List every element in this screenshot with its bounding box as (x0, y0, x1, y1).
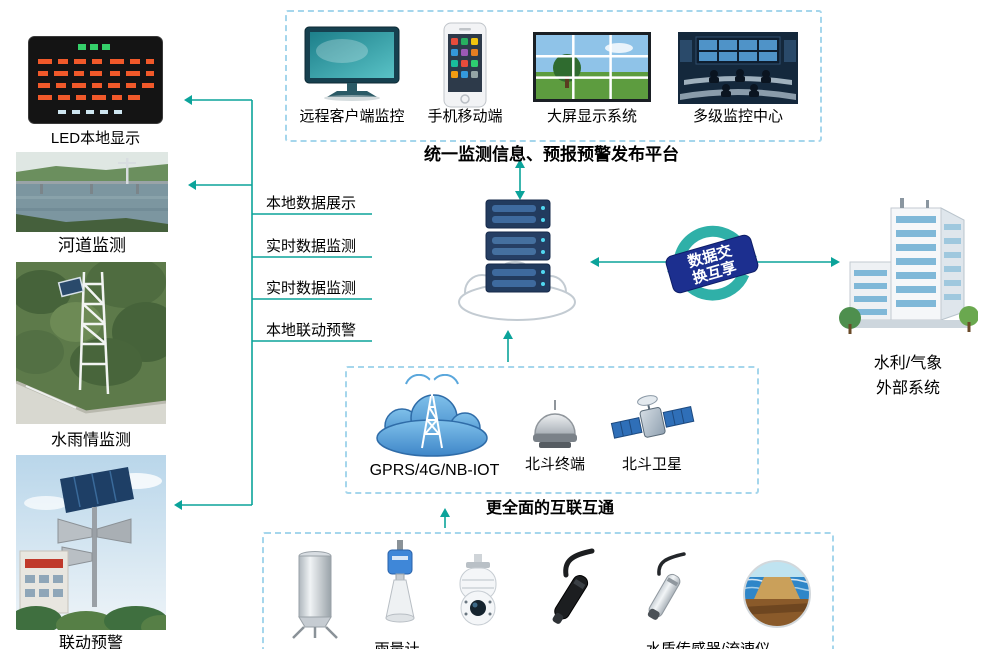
comm-item-label-beidou-satellite: 北斗卫星 (621, 456, 682, 473)
led-display-image (28, 36, 163, 124)
ptz-camera-icon (448, 552, 508, 640)
platform-item-label-mobile: 手机移动端 (427, 108, 503, 125)
link-label-local-display: 本地数据展示 (266, 195, 357, 212)
platform-item-label-big-screen: 大屏显示系统 (546, 108, 637, 125)
link-label-realtime-1: 实时数据监测 (266, 238, 357, 255)
sensor-box (262, 532, 834, 649)
building-icon (838, 190, 978, 348)
river-caption: 河道监测 (58, 236, 126, 255)
external-system-line1: 水利/气象 (873, 355, 943, 372)
data-exchange-icon: 数据交 换互享 (660, 212, 764, 316)
platform-item-label-control-center: 多级监控中心 (692, 108, 783, 125)
arrow-heads (174, 95, 840, 517)
river-photo (16, 152, 168, 232)
control-room-icon (678, 32, 798, 104)
warning-caption: 联动预警 (58, 635, 123, 649)
video-wall-icon (533, 32, 651, 102)
platform-box (285, 10, 822, 142)
monitor-icon (297, 25, 407, 103)
station-photo (16, 262, 166, 424)
external-system-label: 水利/气象 外部系统 (838, 352, 978, 402)
comm-item-label-beidou-terminal: 北斗终端 (524, 456, 585, 473)
external-system-line2: 外部系统 (875, 379, 940, 397)
sensor-label-water-quality: 水质传感器/流速仪 (628, 641, 788, 649)
platform-caption: 统一监测信息、预报预警发布平台 (424, 145, 679, 164)
radar-level-icon (380, 538, 420, 640)
phone-icon (442, 22, 488, 108)
beidou-satellite-icon (610, 390, 695, 452)
led-display-caption: LED本地显示 (50, 130, 141, 147)
gprs-cloud-icon (372, 374, 492, 460)
probe-sensor-icon (618, 550, 703, 630)
rain-gauge-icon (286, 545, 344, 640)
comm-caption: 更全面的互联互通 (485, 500, 614, 517)
link-label-realtime-2: 实时数据监测 (266, 280, 357, 297)
comm-item-label-gprs: GPRS/4G/NB-IOT (369, 462, 500, 479)
comm-box (345, 366, 759, 494)
cable-sensor-icon (528, 545, 613, 633)
station-caption: 水雨情监测 (50, 432, 131, 449)
cross-section-icon (742, 555, 812, 633)
sensor-label-rain-gauge: 雨量计 (352, 641, 442, 649)
beidou-terminal-icon (525, 398, 585, 453)
cloud-server-icon (452, 192, 584, 324)
link-label-local-warning: 本地联动预警 (266, 322, 357, 339)
platform-item-label-remote-client: 远程客户端监控 (299, 108, 405, 125)
warning-station-photo (16, 455, 166, 630)
